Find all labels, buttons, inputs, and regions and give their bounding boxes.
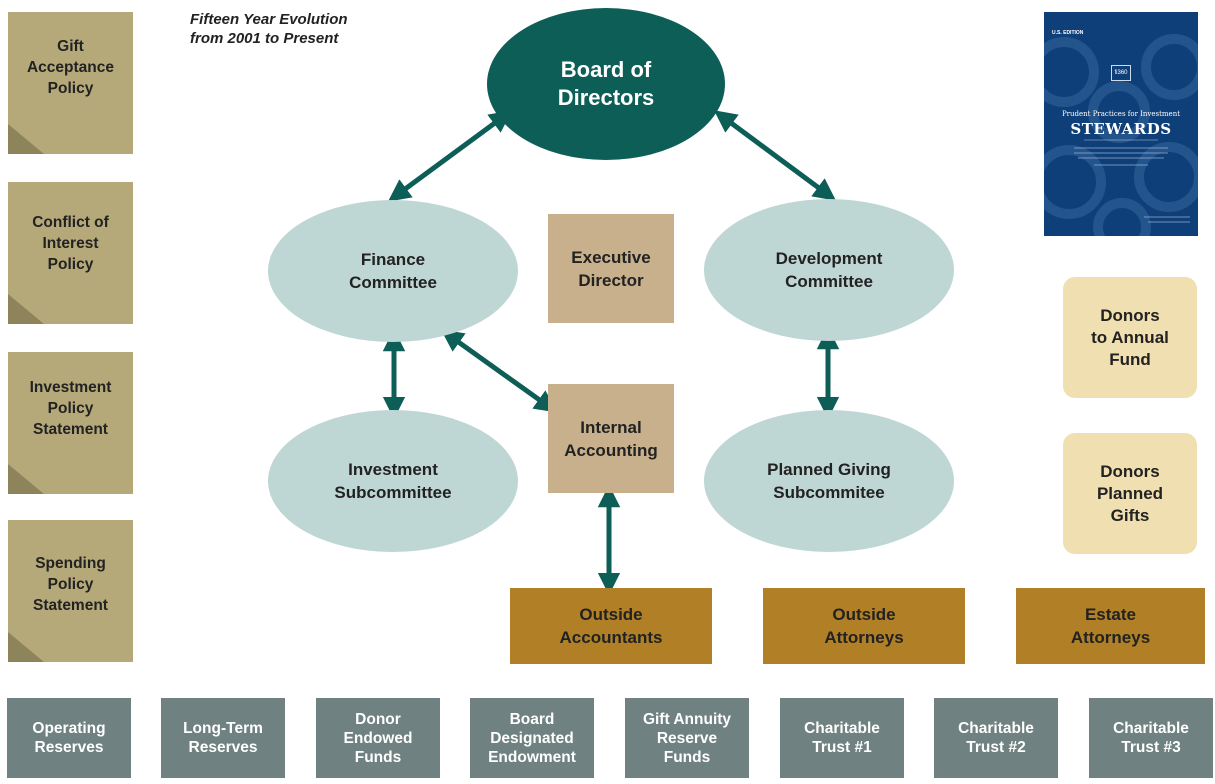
outside-accountants-box: Outside Accountants: [510, 588, 712, 664]
fund-gift-annuity-reserve: Gift Annuity Reserve Funds: [625, 698, 749, 778]
development-committee: Development Committee: [704, 199, 954, 341]
fund-board-designated-endowment: Board Designated Endowment: [470, 698, 594, 778]
diagram-subtitle: Fifteen Year Evolution from 2001 to Pres…: [190, 11, 348, 47]
fund-charitable-trust-2: Charitable Trust #2: [934, 698, 1058, 778]
policy-note-spending-policy: [8, 520, 133, 662]
book-title-small: Prudent Practices for Investment: [1061, 110, 1181, 118]
internal-accounting-box: Internal Accounting: [548, 384, 674, 493]
fund-charitable-trust-3: Charitable Trust #3: [1089, 698, 1213, 778]
book-pattern: [1044, 34, 1198, 236]
book-edition: U.S. EDITION: [1052, 30, 1084, 36]
donors-annual-fund-box: Donors to Annual Fund: [1063, 277, 1197, 398]
stewards-book-cover-image: U.S. EDITION fi360 Prudent Practices for…: [1044, 12, 1198, 236]
fund-operating-reserves: Operating Reserves: [7, 698, 131, 778]
arrow-board-finance: [387, 110, 513, 202]
investment-subcommittee: Investment Subcommittee: [268, 410, 518, 552]
board-of-directors: Board of Directors: [487, 8, 725, 160]
arrow-finance-internal: [440, 329, 558, 413]
estate-attorneys-box: Estate Attorneys: [1016, 588, 1205, 664]
policy-note-gift-acceptance: [8, 12, 133, 154]
executive-director-box: Executive Director: [548, 214, 674, 323]
book-logo: fi360: [1111, 65, 1131, 81]
policy-label-gift-acceptance: Gift Acceptance Policy: [26, 38, 114, 97]
policy-label-investment-policy: Investment Policy Statement: [29, 379, 112, 438]
donors-planned-gifts-box: Donors Planned Gifts: [1063, 433, 1197, 554]
fund-charitable-trust-1: Charitable Trust #1: [780, 698, 904, 778]
arrow-board-development: [713, 110, 837, 201]
policy-note-investment-policy: [8, 352, 133, 494]
outside-attorneys-box: Outside Attorneys: [763, 588, 965, 664]
finance-committee: Finance Committee: [268, 200, 518, 342]
policy-label-spending-policy: Spending Policy Statement: [33, 555, 108, 614]
fund-donor-endowed: Donor Endowed Funds: [316, 698, 440, 778]
fund-long-term-reserves: Long-Term Reserves: [161, 698, 285, 778]
planned-giving-subcommittee: Planned Giving Subcommitee: [704, 410, 954, 552]
policy-note-conflict-of-interest: [8, 182, 133, 324]
book-title-large: STEWARDS: [1070, 120, 1172, 138]
book-logo-text: fi360: [1114, 70, 1128, 76]
policy-label-conflict-of-interest: Conflict of Interest Policy: [32, 214, 109, 273]
